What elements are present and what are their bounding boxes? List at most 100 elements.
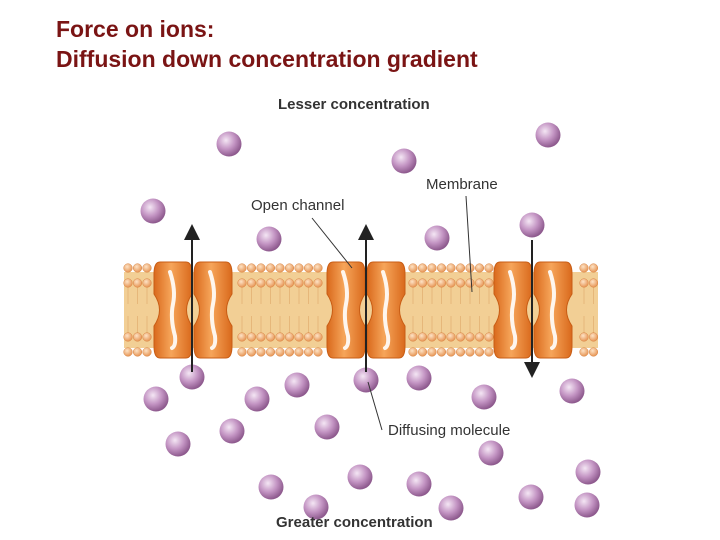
lipid-head xyxy=(275,278,285,288)
lipid-head xyxy=(246,347,257,357)
molecule xyxy=(353,367,379,393)
lipid-head xyxy=(427,278,437,288)
title-line-2: Diffusion down concentration gradient xyxy=(56,46,478,72)
lipid-head xyxy=(588,347,599,357)
lipid-head xyxy=(284,263,295,273)
lipid-head xyxy=(436,347,447,357)
lipid-head xyxy=(142,332,152,342)
lipid-head xyxy=(284,347,295,357)
lipid-head xyxy=(265,347,276,357)
molecule xyxy=(140,198,166,224)
lipid-head xyxy=(313,278,323,288)
lipid-head xyxy=(417,263,428,273)
lipid-head xyxy=(455,332,466,342)
lipid-head xyxy=(446,347,456,357)
page-title: Force on ions: Diffusion down concentrat… xyxy=(56,14,478,74)
lipid-head xyxy=(265,263,276,273)
lipid-head xyxy=(465,332,475,342)
molecule xyxy=(165,431,191,457)
lipid-head xyxy=(465,278,475,288)
lipid-head xyxy=(579,263,589,273)
lipid-head xyxy=(294,278,304,288)
lesser-concentration-label: Lesser concentration xyxy=(278,96,430,113)
lipid-head xyxy=(436,263,447,273)
lipid-head xyxy=(294,332,304,342)
lipid-head xyxy=(142,347,152,357)
channel-highlight xyxy=(208,270,218,350)
lipid-head xyxy=(408,347,418,357)
lipid-head xyxy=(303,347,314,357)
greater-concentration-label: Greater concentration xyxy=(276,514,433,531)
lipid-head xyxy=(408,278,418,288)
lipid-head xyxy=(294,347,304,357)
lipid-head xyxy=(465,347,475,357)
open-channel-pointer xyxy=(311,217,353,269)
lipid-head xyxy=(303,332,314,342)
lipid-head xyxy=(588,332,599,342)
lipid-head xyxy=(284,278,295,288)
diffusing-molecule-pointer xyxy=(367,381,383,431)
lipid-head xyxy=(408,332,418,342)
lipid-head xyxy=(246,332,257,342)
lipid-head xyxy=(417,332,428,342)
lipid-head xyxy=(123,332,133,342)
lipid-head xyxy=(446,332,456,342)
lipid-head xyxy=(474,347,485,357)
lipid-head xyxy=(588,263,599,273)
lipid-head xyxy=(436,332,447,342)
channel-highlight xyxy=(168,270,178,350)
lipid-head xyxy=(256,332,266,342)
lipid-head xyxy=(446,263,456,273)
lipid-head xyxy=(579,347,589,357)
molecule xyxy=(406,365,432,391)
open-channel-label: Open channel xyxy=(251,197,344,214)
lipid-head xyxy=(237,263,247,273)
lipid-head xyxy=(275,347,285,357)
molecule xyxy=(347,464,373,490)
molecule xyxy=(535,122,561,148)
lipid-head xyxy=(417,278,428,288)
lipid-head xyxy=(275,263,285,273)
molecule xyxy=(219,418,245,444)
lipid-head xyxy=(484,263,494,273)
lipid-head xyxy=(579,332,589,342)
lipid-head xyxy=(142,278,152,288)
lipid-head xyxy=(246,278,257,288)
lipid-head xyxy=(265,332,276,342)
molecule xyxy=(391,148,417,174)
molecule xyxy=(424,225,450,251)
lipid-head xyxy=(474,263,485,273)
lipid-head xyxy=(588,278,599,288)
lipid-head xyxy=(123,263,133,273)
lipid-head xyxy=(132,332,143,342)
title-line-1: Force on ions: xyxy=(56,16,215,42)
membrane-label: Membrane xyxy=(426,176,498,193)
molecules xyxy=(140,122,601,521)
molecule xyxy=(303,494,329,520)
lipid-head xyxy=(484,332,494,342)
molecule xyxy=(256,226,282,252)
molecule xyxy=(574,492,600,518)
molecule xyxy=(284,372,310,398)
lipid-head xyxy=(427,347,437,357)
lipid-head xyxy=(123,347,133,357)
lipid-head xyxy=(436,278,447,288)
lipid-head xyxy=(294,263,304,273)
molecule xyxy=(314,414,340,440)
lipid-head xyxy=(237,347,247,357)
lipid-head xyxy=(427,263,437,273)
lipid-head xyxy=(237,332,247,342)
lipid-head xyxy=(256,278,266,288)
lipid-head xyxy=(132,263,143,273)
lipid-head xyxy=(313,332,323,342)
molecule xyxy=(471,384,497,410)
molecule xyxy=(518,484,544,510)
lipid-head xyxy=(256,263,266,273)
lipid-head xyxy=(455,347,466,357)
lipid-head xyxy=(474,332,485,342)
lipid-head xyxy=(408,263,418,273)
lipid-heads xyxy=(123,263,599,357)
lipid-head xyxy=(303,278,314,288)
molecule xyxy=(406,471,432,497)
